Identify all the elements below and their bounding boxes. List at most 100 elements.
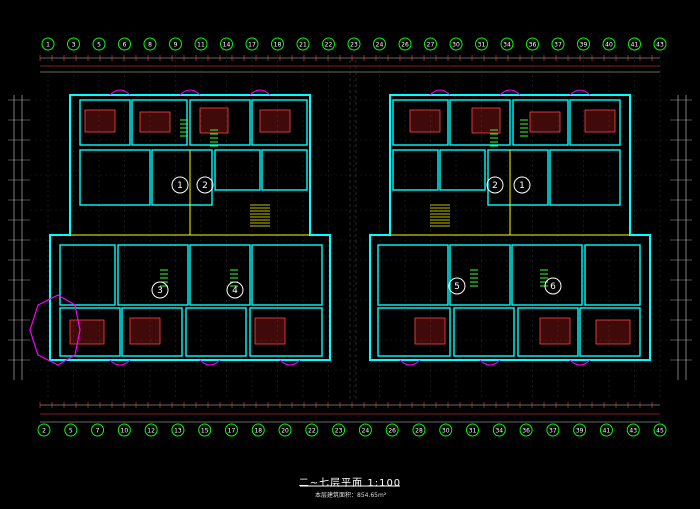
axis-label-bottom: 37 <box>549 428 557 435</box>
axis-label-bottom: 22 <box>308 428 316 435</box>
axis-bubble-top <box>347 37 361 51</box>
axis-bubble-bottom <box>546 423 560 437</box>
window-arc <box>429 89 451 96</box>
axis-bubble-top <box>653 37 667 51</box>
axis-label-top: 6 <box>123 42 127 49</box>
room-wall <box>189 244 251 306</box>
axis-label-top: 9 <box>174 42 178 49</box>
drawing-title: 二~七层平面 1:100 <box>298 478 402 489</box>
room-wall <box>79 99 131 146</box>
axis-bubble-top <box>169 37 182 51</box>
axis-bubble-bottom <box>144 423 158 437</box>
axis-bubble-top <box>500 37 514 51</box>
unit-label: 5 <box>454 282 460 292</box>
axis-label-top: 18 <box>274 42 282 49</box>
furniture <box>471 107 501 134</box>
room-wall <box>261 149 308 191</box>
room-wall <box>449 99 511 146</box>
furniture <box>84 109 116 133</box>
axis-label-bottom: 41 <box>603 428 611 435</box>
axis-label-top: 40 <box>605 42 613 49</box>
axis-label-top: 39 <box>580 42 588 49</box>
axis-label-bottom: 26 <box>388 428 396 435</box>
axis-label-top: 14 <box>223 42 231 49</box>
axis-label-top: 24 <box>376 42 384 49</box>
axis-label-top: 27 <box>427 42 435 49</box>
axis-bubble-top <box>92 37 106 51</box>
axis-bubble-top <box>628 37 641 51</box>
axis-label-bottom: 43 <box>629 428 637 435</box>
room-wall <box>377 244 449 306</box>
room-wall <box>117 244 189 306</box>
axis-label-bottom: 10 <box>121 428 129 435</box>
axis-label-bottom: 17 <box>228 428 236 435</box>
window-arc <box>479 359 501 366</box>
axis-bubble-top <box>67 37 80 51</box>
room-wall <box>131 99 188 146</box>
unit-label: 6 <box>550 282 556 292</box>
window-arc <box>199 359 221 366</box>
unit-bubble <box>171 176 189 194</box>
axis-label-top: 23 <box>350 42 358 49</box>
room-wall <box>453 307 515 357</box>
furniture <box>409 109 441 133</box>
room-wall <box>487 149 549 206</box>
axis-label-top: 8 <box>148 42 152 49</box>
axis-bubble-bottom <box>37 423 51 437</box>
axis-label-top: 1 <box>46 42 50 49</box>
axis-label-top: 36 <box>529 42 537 49</box>
axis-label-bottom: 12 <box>147 428 155 435</box>
window-arc <box>249 89 271 96</box>
axis-bubble-top <box>475 37 488 51</box>
furniture <box>595 319 631 345</box>
furniture <box>259 109 291 133</box>
axis-label-top: 37 <box>554 42 562 49</box>
room-wall <box>392 149 439 191</box>
axis-bubble-bottom <box>305 423 319 437</box>
axis-bubble-top <box>118 37 131 51</box>
area-note: 本层建筑面积：854.65m² <box>315 492 387 499</box>
room-wall <box>579 307 641 357</box>
axis-label-bottom: 13 <box>174 428 182 435</box>
axis-label-bottom: 30 <box>442 428 450 435</box>
unit-bubble <box>486 176 504 194</box>
axis-label-top: 30 <box>452 42 460 49</box>
axis-bubble-top <box>143 37 157 51</box>
furniture <box>584 109 616 133</box>
axis-label-bottom: 2 <box>42 428 46 435</box>
axis-bubble-top <box>41 37 55 51</box>
axis-label-bottom: 28 <box>415 428 423 435</box>
window-arc <box>499 89 521 96</box>
unit-bubble <box>544 277 562 295</box>
furniture <box>129 317 161 345</box>
axis-bubble-top <box>245 37 259 51</box>
axis-bubble-bottom <box>519 423 533 437</box>
axis-bubble-top <box>526 37 539 51</box>
axis-label-top: 31 <box>478 42 486 49</box>
axis-bubble-top <box>220 37 233 51</box>
axis-bubble-bottom <box>653 423 667 437</box>
window-arc <box>399 359 421 366</box>
room-wall <box>584 244 641 306</box>
room-wall <box>121 307 183 357</box>
axis-bubble-bottom <box>466 423 480 437</box>
room-wall <box>512 99 569 146</box>
axis-label-bottom: 20 <box>281 428 289 435</box>
axis-label-top: 26 <box>401 42 409 49</box>
axis-label-bottom: 39 <box>576 428 584 435</box>
bay-window <box>29 294 81 366</box>
room-wall <box>439 149 486 191</box>
furniture <box>529 111 561 133</box>
room-wall <box>249 307 323 357</box>
room-wall <box>517 307 579 357</box>
axis-bubble-bottom <box>224 423 238 437</box>
axis-bubble-bottom <box>251 423 265 437</box>
axis-label-top: 17 <box>248 42 256 49</box>
window-arc <box>109 89 131 96</box>
furniture <box>414 317 446 345</box>
axis-label-top: 21 <box>299 42 307 49</box>
axis-bubble-bottom <box>573 423 587 437</box>
room-wall <box>392 99 449 146</box>
axis-label-bottom: 45 <box>656 428 664 435</box>
